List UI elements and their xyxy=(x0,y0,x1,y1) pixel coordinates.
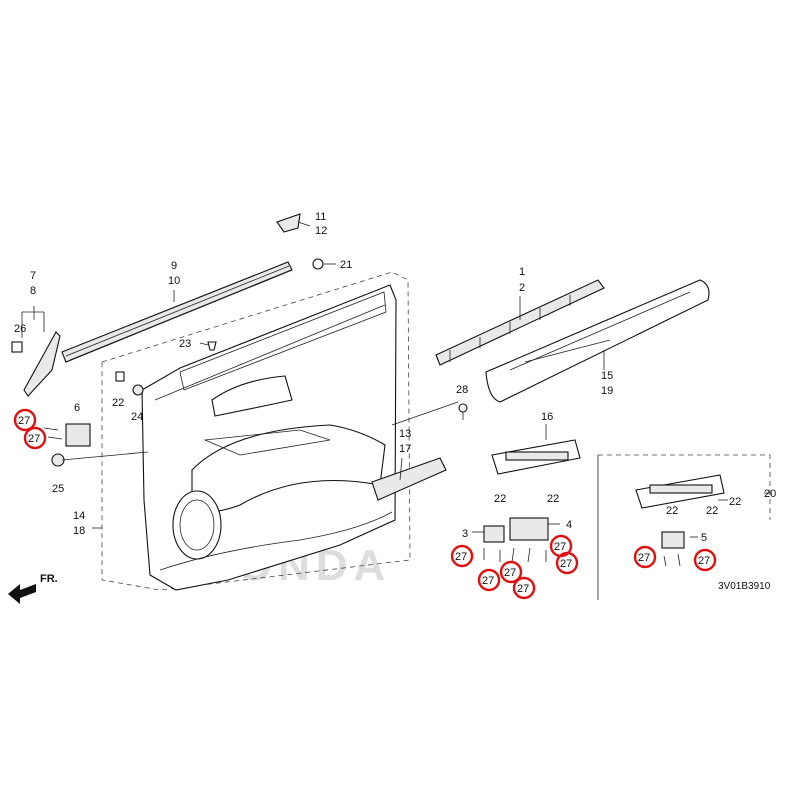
callout-5: 5 xyxy=(701,532,707,544)
highlight-27-10: 27 xyxy=(693,548,717,572)
front-direction-arrow-icon xyxy=(8,584,36,604)
part-15-trim xyxy=(485,279,710,403)
callout-22-panel-a: 22 xyxy=(494,493,506,505)
highlight-label: 27 xyxy=(504,567,516,579)
part-23-clip xyxy=(207,341,217,351)
callout-22-left: 22 xyxy=(112,397,124,409)
highlight-label: 27 xyxy=(517,583,529,595)
part-3-switch xyxy=(483,525,505,543)
part-13-handle xyxy=(371,457,447,501)
highlight-27-5: 27 xyxy=(499,560,523,584)
part-27-screws xyxy=(43,427,681,567)
callout-25: 25 xyxy=(52,483,64,495)
callout-2: 2 xyxy=(519,282,525,294)
callout-10: 10 xyxy=(168,275,180,287)
part-16-switch-panel xyxy=(491,439,581,475)
part-4-switch xyxy=(509,517,549,541)
callout-3: 3 xyxy=(462,528,468,540)
callout-19: 19 xyxy=(601,385,613,397)
callout-7: 7 xyxy=(30,270,36,282)
part-7-garnish xyxy=(23,331,61,397)
callout-1: 1 xyxy=(519,266,525,278)
part-26-clip xyxy=(11,341,23,353)
callout-17: 17 xyxy=(399,443,411,455)
highlighted-callouts: 27 27 27 27 27 27 27 27 xyxy=(13,408,717,600)
highlight-label: 27 xyxy=(560,558,572,570)
part-28-screw xyxy=(458,403,468,420)
highlight-27-6: 27 xyxy=(555,551,579,575)
diagram-code: 3V01B3910 xyxy=(718,581,771,592)
part-21-grommet xyxy=(312,258,324,270)
callout-13: 13 xyxy=(399,428,411,440)
callout-23: 23 xyxy=(179,338,191,350)
highlight-27-7: 27 xyxy=(477,568,501,592)
part-20-switch-panel xyxy=(635,474,725,509)
part-1-bracket xyxy=(435,279,605,366)
callout-8: 8 xyxy=(30,285,36,297)
highlight-label: 27 xyxy=(638,552,650,564)
door-lining-panel xyxy=(141,284,397,591)
highlight-27-1: 27 xyxy=(13,408,37,432)
callout-6: 6 xyxy=(74,402,80,414)
callout-20: 20 xyxy=(764,488,776,500)
leader-lines xyxy=(21,221,770,538)
highlight-27-8: 27 xyxy=(512,576,536,600)
highlight-label: 27 xyxy=(28,433,40,445)
highlight-label: 27 xyxy=(455,551,467,563)
part-5-switch xyxy=(661,531,685,549)
callout-22-right-b: 22 xyxy=(666,505,678,517)
callout-24: 24 xyxy=(131,411,143,423)
highlight-label: 27 xyxy=(18,415,30,427)
callout-15: 15 xyxy=(601,370,613,382)
callout-28: 28 xyxy=(456,384,468,396)
callout-11: 11 xyxy=(315,211,326,223)
highlight-27-2: 27 xyxy=(23,426,47,450)
callout-26: 26 xyxy=(14,323,26,335)
callout-18: 18 xyxy=(73,525,85,537)
callout-22-right-c: 22 xyxy=(706,505,718,517)
highlight-label: 27 xyxy=(482,575,494,587)
part-24-clip xyxy=(132,384,144,396)
callout-9: 9 xyxy=(171,260,177,272)
part-6-switch xyxy=(65,423,91,447)
callout-21: 21 xyxy=(340,259,352,271)
highlight-label: 27 xyxy=(554,541,566,553)
door-weatherstrip xyxy=(61,261,293,363)
callout-22-panel-b: 22 xyxy=(547,493,559,505)
part-11-clip xyxy=(276,213,301,233)
switch-group-outline xyxy=(598,454,771,520)
callout-4: 4 xyxy=(566,519,572,531)
highlight-27-9: 27 xyxy=(633,545,657,569)
callout-labels: 1 2 3 4 5 6 7 8 9 10 11 12 13 14 15 16 1… xyxy=(14,211,776,544)
highlight-label: 27 xyxy=(698,555,710,567)
callout-16: 16 xyxy=(541,411,553,423)
callout-22-right-a: 22 xyxy=(729,496,741,508)
highlight-27-3: 27 xyxy=(450,544,474,568)
direction-label: FR. xyxy=(40,573,58,585)
callout-12: 12 xyxy=(315,225,327,237)
callout-14: 14 xyxy=(73,510,85,522)
part-22-clip xyxy=(115,371,125,382)
door-panel-group-outline xyxy=(101,271,411,591)
